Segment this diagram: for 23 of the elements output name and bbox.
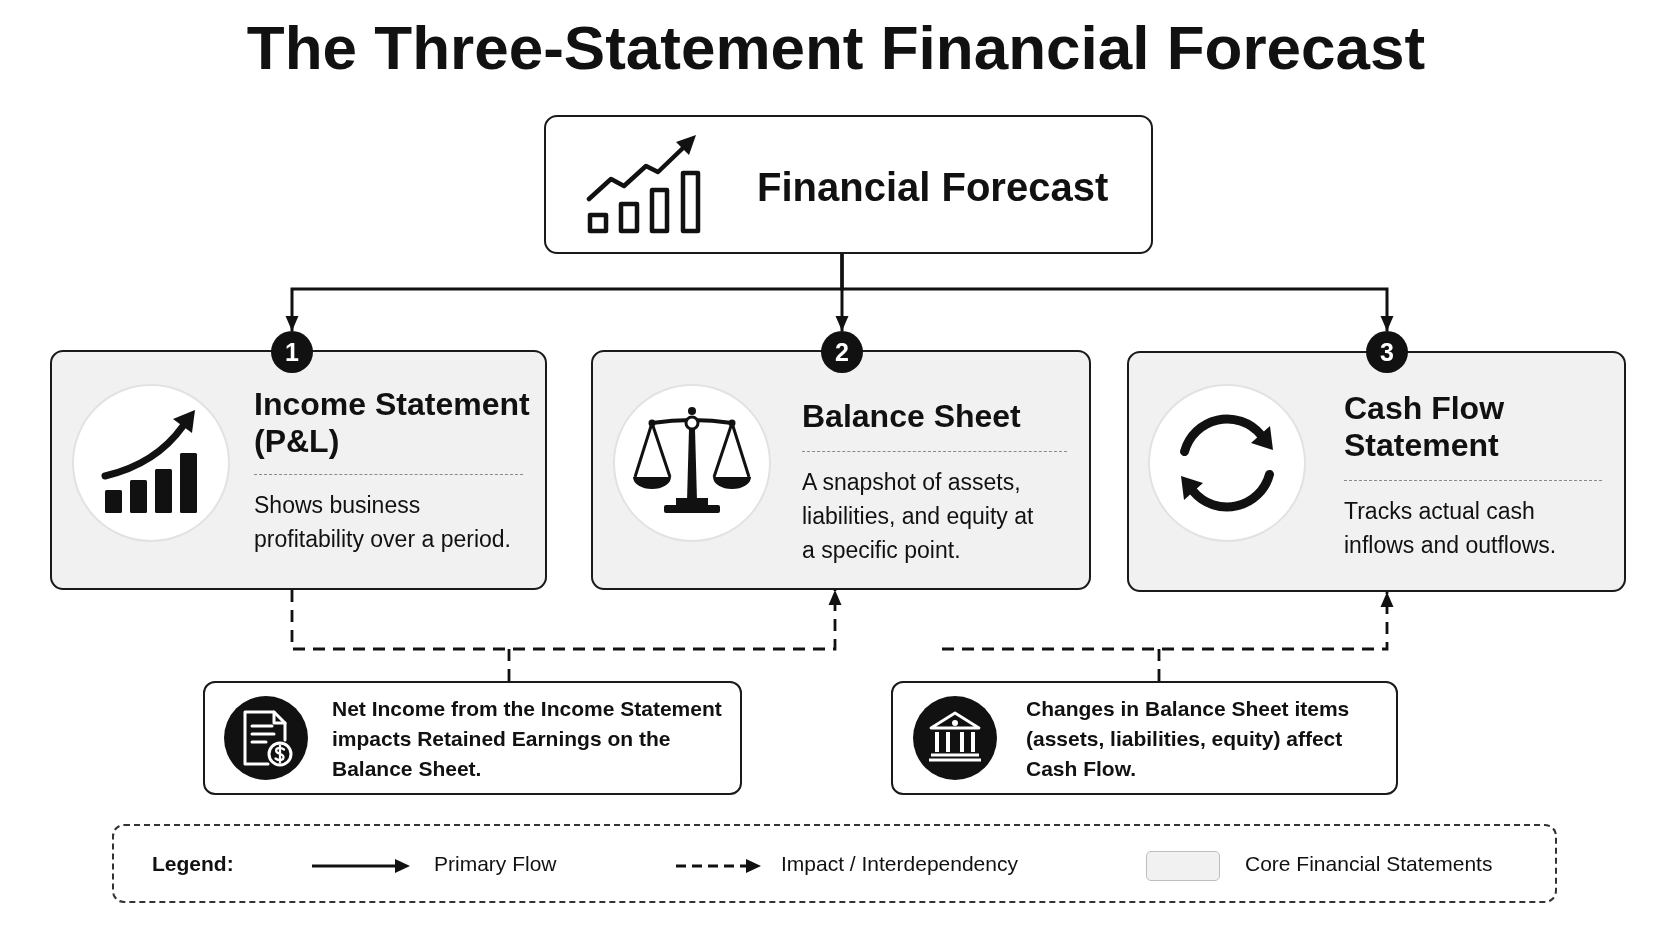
legend-label: Primary Flow bbox=[434, 851, 557, 877]
legend-label: Core Financial Statements bbox=[1245, 851, 1493, 877]
note-text: Net Income from the Income Statement impacts Retained Earnings on the Balance Sheet. bbox=[332, 696, 723, 782]
dashed-connector bbox=[1157, 649, 1161, 681]
card-description: Tracks actual cash inflows and outflows. bbox=[1344, 497, 1558, 560]
dashed-arrow bbox=[942, 592, 1394, 651]
card-description: Shows business profitability over a period. bbox=[254, 491, 512, 554]
note-text: Changes in Balance Sheet items (assets, liabilities, equity) affect Cash Flow. bbox=[1026, 696, 1351, 782]
note-box bbox=[891, 681, 1398, 795]
card-heading: Cash Flow Statement bbox=[1344, 390, 1505, 464]
legend-label: Impact / Interdependency bbox=[781, 851, 1018, 877]
card-heading: Balance Sheet bbox=[802, 398, 1022, 435]
note-box bbox=[203, 681, 742, 795]
step-badge: 3 bbox=[1366, 331, 1408, 373]
card-description: A snapshot of assets, liabilities, and equity at a specific point. bbox=[802, 468, 1035, 565]
step-badge: 2 bbox=[821, 331, 863, 373]
diagram-title: The Three-Statement Financial Forecast bbox=[246, 12, 1426, 84]
legend-title: Legend: bbox=[152, 851, 234, 877]
forecast-box bbox=[544, 115, 1153, 254]
forecast-heading: Financial Forecast bbox=[757, 164, 1109, 211]
arrow bbox=[840, 254, 1394, 331]
card-heading: Income Statement (P&L) bbox=[254, 386, 531, 460]
step-badge: 1 bbox=[271, 331, 313, 373]
